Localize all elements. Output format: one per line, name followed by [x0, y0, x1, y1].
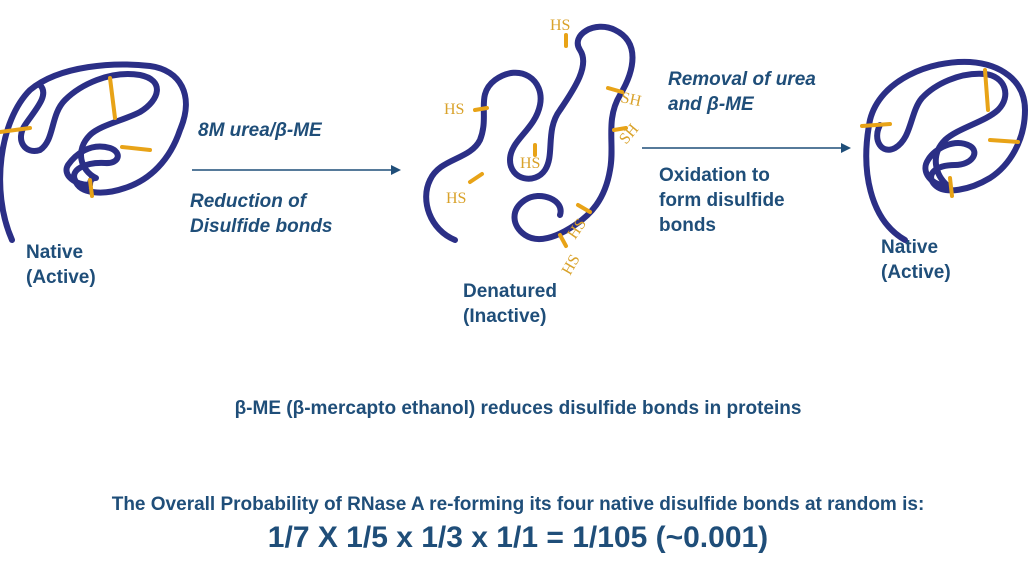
thiol-label: HS	[559, 252, 584, 278]
native-left-label: Native	[26, 242, 84, 263]
native-chain-right	[863, 58, 1028, 243]
disulfide-bond	[860, 122, 892, 128]
oxidation-arrow	[642, 143, 851, 153]
native-left-sublabel: (Active)	[26, 267, 96, 288]
native-right-label: Native	[881, 237, 939, 258]
disulfide-bond	[0, 126, 32, 134]
probability-statement: The Overall Probability of RNase A re-fo…	[111, 494, 925, 515]
step1-reagent: 8M urea/β-ME	[198, 120, 322, 141]
step2-reagent-line1: Removal of urea	[668, 69, 816, 90]
denatured-protein	[423, 23, 636, 243]
disulfide-bond	[948, 176, 954, 198]
thiol-label: HS	[520, 155, 540, 172]
step2-desc-line2: form disulfide	[659, 190, 785, 211]
disulfide-bond	[983, 68, 990, 112]
step2-desc-line3: bonds	[659, 215, 716, 236]
step2-reagent-line2: and β-ME	[668, 94, 754, 115]
disulfide-bond	[88, 178, 94, 198]
thiol-label: HS	[550, 17, 570, 34]
native-protein-left	[0, 61, 189, 243]
thiol-label: HS	[444, 101, 464, 118]
native-chain-left	[0, 61, 189, 243]
thiol-label: SH	[619, 89, 643, 110]
step1-desc-line2: Disulfide bonds	[190, 216, 333, 237]
denatured-label: Denatured	[463, 281, 557, 302]
denatured-sublabel: (Inactive)	[463, 306, 547, 327]
step2-desc-line1: Oxidation to	[659, 165, 770, 186]
reduction-arrow	[192, 165, 401, 175]
disulfide-bond	[120, 145, 152, 152]
thiol-label: HS	[446, 190, 466, 207]
disulfide-bond	[988, 138, 1020, 144]
native-protein-right	[860, 58, 1028, 243]
thiol-label: SH	[616, 121, 642, 148]
step1-desc-line1: Reduction of	[190, 191, 307, 212]
probability-equation: 1/7 X 1/5 x 1/3 x 1/1 = 1/105 (~0.001)	[267, 521, 769, 554]
bme-note: β-ME (β-mercapto ethanol) reduces disulf…	[234, 398, 802, 419]
disulfide-bond	[108, 76, 117, 120]
denatured-chain	[423, 23, 636, 243]
native-right-sublabel: (Active)	[881, 262, 951, 283]
